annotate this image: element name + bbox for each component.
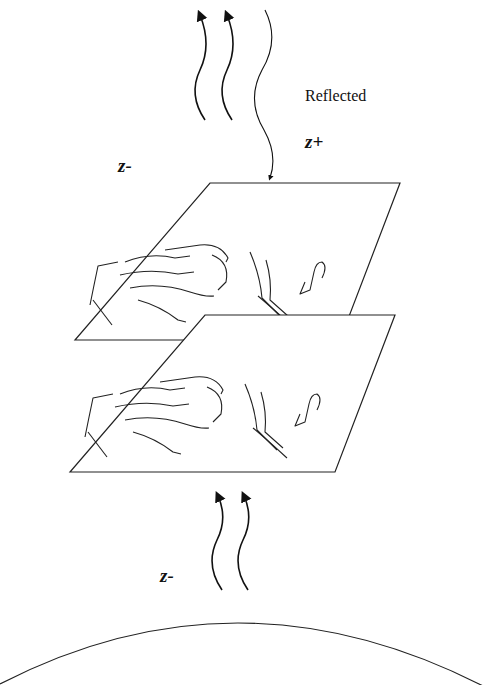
wave-label: z+: [305, 132, 323, 151]
wave-label: z-: [160, 566, 174, 585]
wave-label: z-: [118, 156, 132, 175]
reflected-label: Reflected: [305, 88, 366, 104]
